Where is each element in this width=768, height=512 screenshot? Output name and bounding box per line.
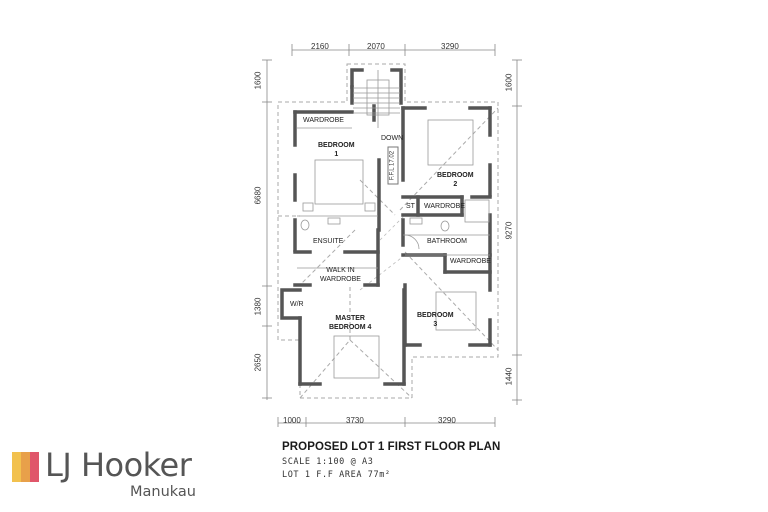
dim-left-4: 2650 — [253, 353, 263, 372]
dim-right-1: 1600 — [504, 73, 514, 92]
dim-top-3: 3290 — [441, 42, 459, 51]
wardrobe-3-label: WARDROBE — [450, 258, 491, 265]
dim-bottom-3: 3290 — [438, 416, 456, 425]
dim-top-2: 2070 — [367, 42, 385, 51]
dim-bottom-2: 3730 — [346, 416, 364, 425]
dim-top-1: 2160 — [311, 42, 329, 51]
bedroom-2-label: BEDROOM 2 — [437, 172, 474, 188]
wardrobe-1-label: WARDROBE — [303, 117, 344, 124]
stair-down-label: DOWN — [381, 135, 404, 142]
plan-scale: SCALE 1:100 @ A3 — [282, 457, 374, 467]
ffl-label: F.F.L 17.02 — [387, 146, 399, 185]
dim-left-1: 1600 — [253, 71, 263, 90]
lj-hooker-logo-bars-icon — [12, 452, 39, 482]
bathroom-label: BATHROOM — [427, 238, 467, 245]
walk-in-wardrobe-label: WALK IN WARDROBE — [320, 267, 361, 283]
bedroom-3-label: BEDROOM 3 — [417, 312, 454, 328]
dim-right-2: 9270 — [504, 221, 514, 240]
wr-label: W/R — [290, 301, 304, 308]
brand-office: Manukau — [130, 484, 196, 500]
master-bedroom-4-label: MASTER BEDROOM 4 — [329, 315, 372, 331]
dim-right-3: 1440 — [504, 367, 514, 386]
bedroom-1-label: BEDROOM 1 — [318, 142, 355, 158]
dim-left-2: 6680 — [253, 186, 263, 205]
dim-left-3: 1380 — [253, 297, 263, 316]
plan-title: PROPOSED LOT 1 FIRST FLOOR PLAN — [282, 441, 501, 453]
wardrobe-2-label: WARDROBE — [424, 203, 465, 210]
dim-bottom-1: 1000 — [283, 416, 301, 425]
plan-area: LOT 1 F.F AREA 77m² — [282, 470, 391, 480]
brand-name: LJ Hooker — [45, 446, 192, 484]
st-label: ST — [406, 203, 415, 210]
ensuite-label: ENSUITE — [313, 238, 344, 245]
